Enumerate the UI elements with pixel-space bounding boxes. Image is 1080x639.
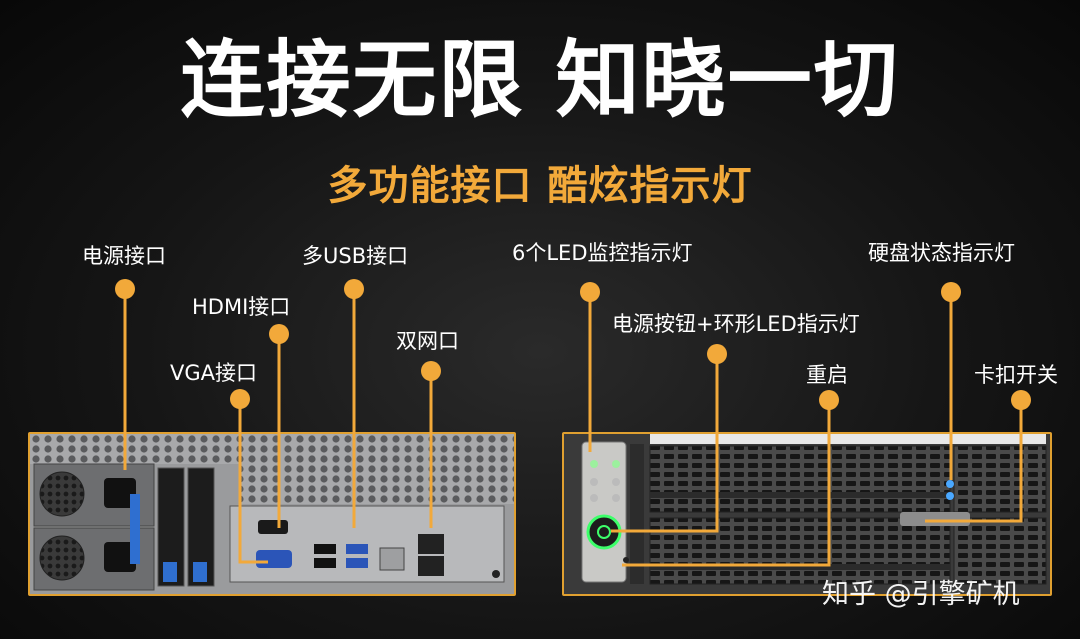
- front-panel-image: [562, 432, 1052, 596]
- watermark: 知乎 @引擎矿机: [822, 579, 1020, 610]
- label-hdd-status: 硬盘状态指示灯: [868, 241, 1015, 265]
- front-panel-drawing: [564, 434, 1050, 594]
- label-hdmi-port: HDMI接口: [192, 295, 291, 319]
- rear-panel-image: [28, 432, 516, 596]
- label-power-button: 电源按钮+环形LED指示灯: [612, 312, 860, 336]
- label-reset: 重启: [806, 363, 848, 387]
- label-six-led: 6个LED监控指示灯: [512, 241, 693, 265]
- label-power-port: 电源接口: [82, 244, 166, 268]
- page-title: 连接无限 知晓一切: [180, 31, 900, 129]
- page-subtitle: 多功能接口 酷炫指示灯: [327, 163, 753, 209]
- label-dual-lan: 双网口: [396, 329, 459, 353]
- label-usb-ports: 多USB接口: [302, 244, 409, 268]
- label-latch: 卡扣开关: [974, 363, 1058, 387]
- rear-panel-drawing: [30, 434, 514, 594]
- label-vga-port: VGA接口: [170, 361, 258, 385]
